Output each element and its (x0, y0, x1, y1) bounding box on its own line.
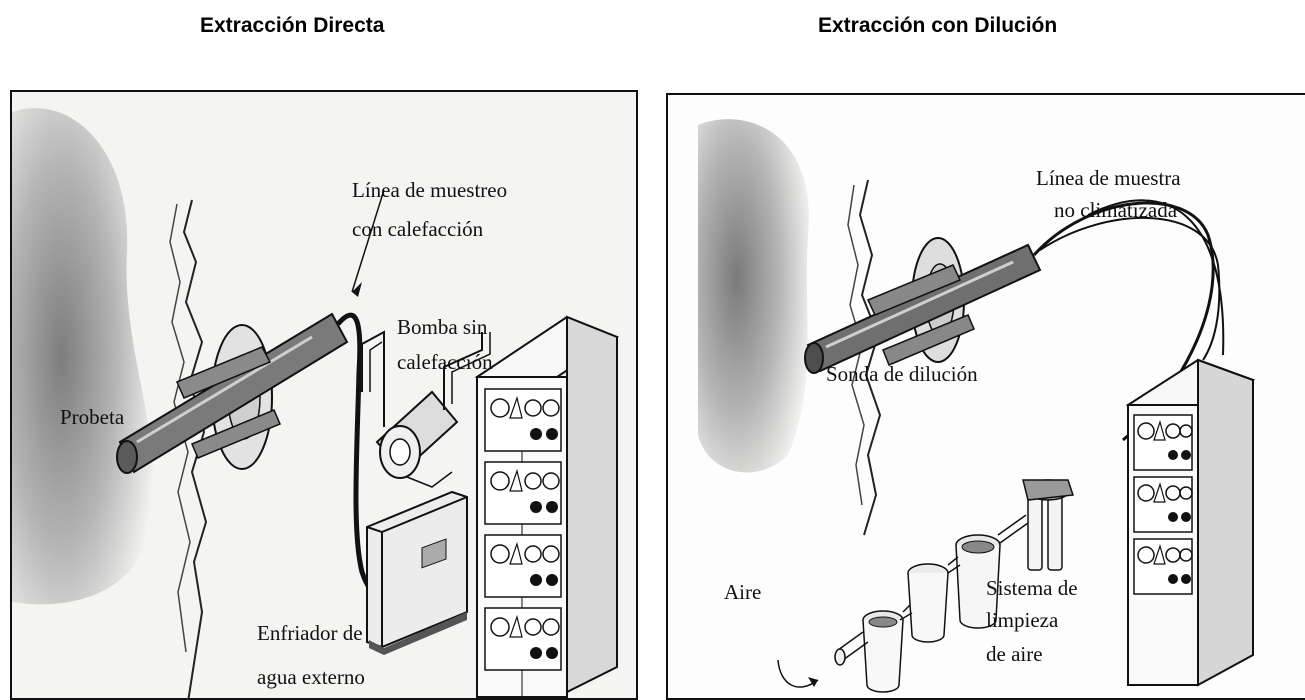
unheated-pump (375, 390, 459, 488)
stack-wall (12, 108, 154, 605)
stack-wall (698, 119, 809, 473)
label-probe: Probeta (60, 405, 125, 429)
label-sample-line-unconditioned: no climatizada (1054, 198, 1178, 222)
label-sampling-line-heated: con calefacción (352, 217, 484, 241)
dilution-extraction-illustration (668, 95, 1305, 698)
label-cleaning-system: Sistema de (986, 576, 1078, 600)
dilution-extraction-diagram: Línea de muestra no climatizada Sonda de… (666, 93, 1305, 700)
label-chiller-external: agua externo (257, 665, 365, 689)
analyzer-rack (1125, 358, 1256, 687)
direct-extraction-diagram: Línea de muestreo con calefacción Bomba … (10, 90, 638, 700)
analyzer-rack (474, 315, 620, 698)
label-cleaning-system-air: de aire (986, 642, 1043, 666)
direct-extraction-illustration (12, 108, 620, 698)
wall-edge (858, 179, 882, 536)
air-cleaning-system (834, 479, 1075, 693)
title-dilution-extraction: Extracción con Dilución (818, 14, 1058, 37)
label-cleaning-system-cleaning: limpieza (986, 608, 1059, 632)
label-sampling-line: Línea de muestreo (352, 178, 508, 202)
label-air: Aire (724, 580, 762, 604)
external-water-chiller (366, 490, 468, 655)
label-dilution-probe: Sonda de dilución (826, 362, 978, 386)
label-pump-unheated: calefacción (397, 350, 493, 374)
label-sample-line: Línea de muestra (1036, 166, 1181, 190)
label-chiller: Enfriador de (257, 621, 363, 645)
title-direct-extraction: Extracción Directa (200, 14, 385, 37)
label-pump: Bomba sin (397, 315, 488, 339)
